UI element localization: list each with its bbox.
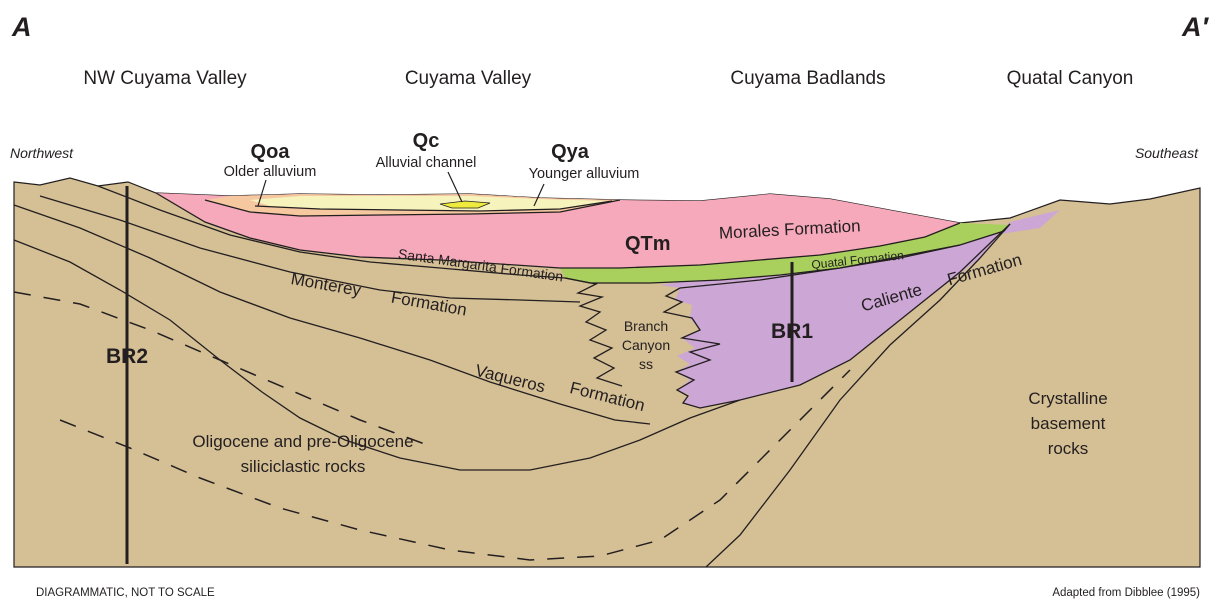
section-start-label: A [11,12,32,42]
direction-northwest: Northwest [10,145,74,161]
oligocene-line1: Oligocene and pre-Oligocene [192,432,413,451]
unit-qya-code: Qya [551,141,590,163]
section-end-label: A′ [1181,12,1209,42]
unit-qoa-name: Older alluvium [224,164,317,180]
region-cuyama-valley: Cuyama Valley [405,68,532,89]
direction-southeast: Southeast [1135,145,1199,161]
unit-qc-code: Qc [413,130,440,152]
crystalline-line1: Crystalline [1028,389,1107,408]
branch-canyon-line3: ss [639,356,653,372]
footer-scale-note: DIAGRAMMATIC, NOT TO SCALE [36,587,215,599]
br1-label: BR1 [771,320,813,343]
unit-qoa-code: Qoa [251,141,291,163]
crystalline-line3: rocks [1048,439,1089,458]
br2-label: BR2 [106,345,148,368]
crystalline-line2: basement [1031,414,1106,433]
oligocene-line2: siliciclastic rocks [241,457,366,476]
region-nw-cuyama-valley: NW Cuyama Valley [83,68,247,89]
unit-qya-name: Younger alluvium [529,166,640,182]
unit-qtm-code: QTm [625,233,671,255]
region-quatal-canyon: Quatal Canyon [1007,68,1134,89]
region-cuyama-badlands: Cuyama Badlands [730,68,885,89]
branch-canyon-line1: Branch [624,318,668,334]
footer-source-note: Adapted from Dibblee (1995) [1052,587,1200,599]
unit-qc-name: Alluvial channel [376,155,477,171]
branch-canyon-line2: Canyon [622,337,670,353]
